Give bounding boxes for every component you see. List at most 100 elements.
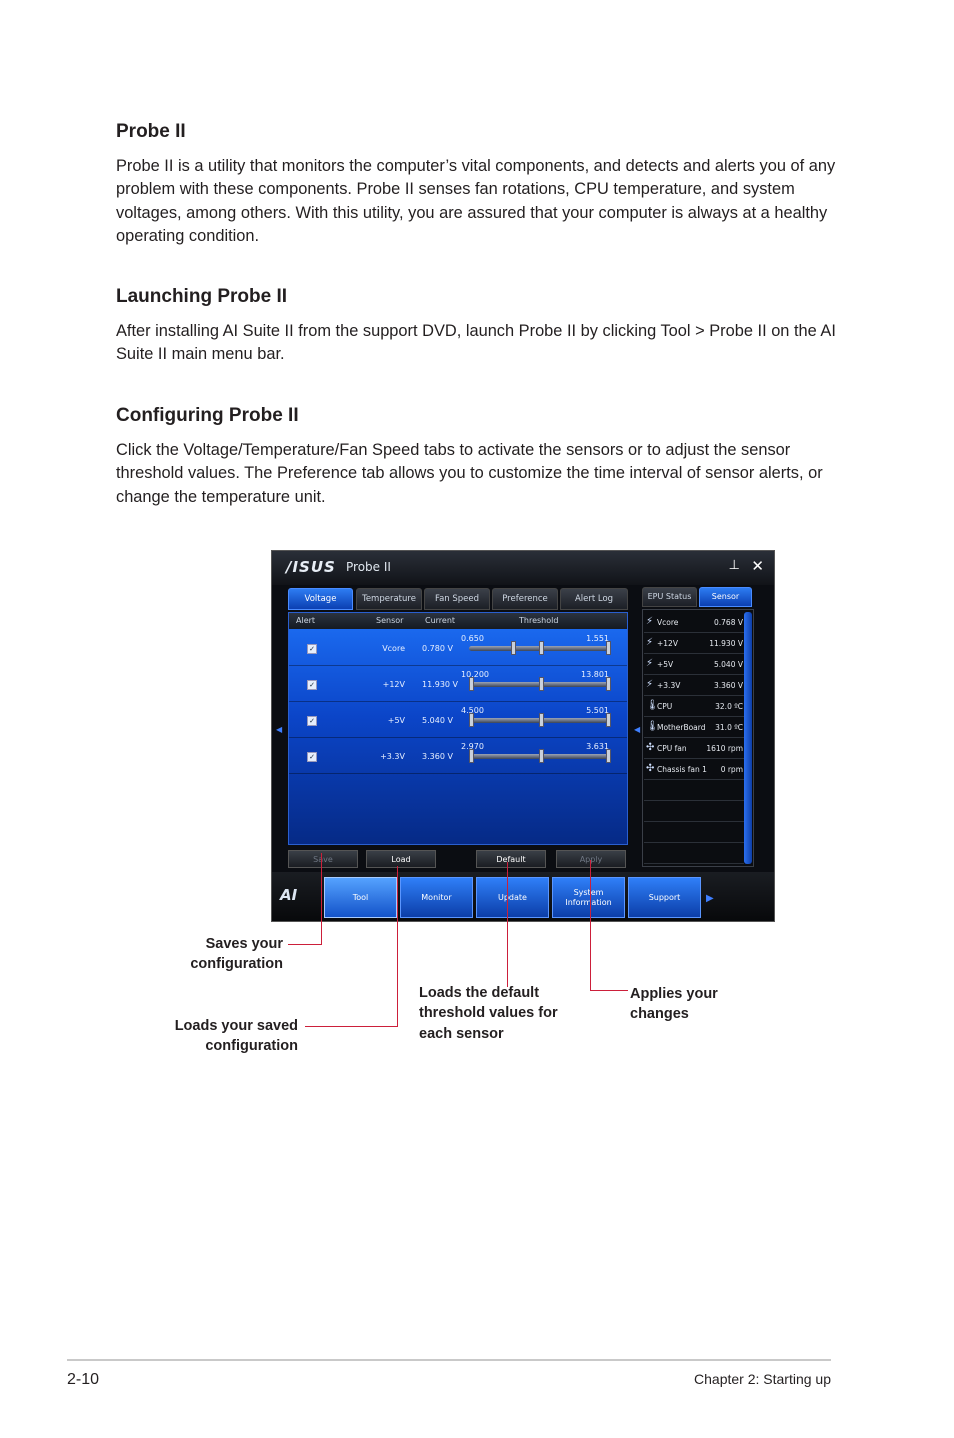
threshold-high: 13.801 <box>581 670 609 679</box>
section-body-launching: After installing AI Suite II from the su… <box>116 322 836 364</box>
sensor-item-label: +12V <box>657 639 678 648</box>
tab-epu-status[interactable]: EPU Status <box>642 587 697 607</box>
menu-update-button[interactable]: Update <box>476 877 549 918</box>
sensor-item-value: 0 rpm <box>720 765 743 774</box>
high-threshold-handle[interactable] <box>606 713 611 727</box>
current-marker <box>539 641 544 655</box>
sensor-item-motherboard: 🌡 MotherBoard 31.0 ºC <box>644 717 744 738</box>
sensor-row-vcore: ✓ Vcore 0.780 V 0.650 1.551 <box>289 631 627 666</box>
load-leader-line <box>305 1026 398 1027</box>
alert-checkbox[interactable]: ✓ <box>307 644 317 654</box>
bolt-icon: ⚡ <box>646 637 654 648</box>
alert-checkbox[interactable]: ✓ <box>307 716 317 726</box>
threshold-low: 4.500 <box>461 706 484 715</box>
default-button[interactable]: Default <box>476 850 546 868</box>
save-button[interactable]: Save <box>288 850 358 868</box>
chapter-title: Chapter 2: Starting up <box>694 1371 831 1387</box>
arrow-left-icon[interactable]: ◀ <box>634 725 641 734</box>
threshold-high: 3.631 <box>586 742 609 751</box>
thermometer-icon: 🌡 <box>646 721 659 732</box>
tab-voltage[interactable]: Voltage <box>288 588 353 610</box>
tab-fan-speed[interactable]: Fan Speed <box>424 588 490 610</box>
sensor-item-empty <box>644 843 744 864</box>
sensor-item-value: 0.768 V <box>714 618 743 627</box>
low-threshold-handle[interactable] <box>469 713 474 727</box>
load-button[interactable]: Load <box>366 850 436 868</box>
menu-tool-button[interactable]: Tool <box>324 877 397 918</box>
minimize-icon[interactable]: ⊥ <box>728 558 740 573</box>
sensor-item-label: Vcore <box>657 618 679 627</box>
sensor-scrollbar[interactable] <box>744 612 752 864</box>
page-number: 2-10 <box>67 1371 100 1388</box>
callout-default: Loads the default threshold values for e… <box>419 985 558 1042</box>
footer-rule <box>67 1359 831 1361</box>
menu-support-button[interactable]: Support <box>628 877 701 918</box>
section-body-configuring: Click the Voltage/Temperature/Fan Speed … <box>116 441 823 506</box>
tab-sensor[interactable]: Sensor <box>699 587 752 607</box>
low-threshold-handle[interactable] <box>469 677 474 691</box>
alert-checkbox[interactable]: ✓ <box>307 752 317 762</box>
close-icon[interactable]: ✕ <box>751 557 764 575</box>
sensor-item-5v: ⚡ +5V 5.040 V <box>644 654 744 675</box>
sensor-item-value: 1610 rpm <box>706 744 743 753</box>
sensor-item-chassis-fan: ✣ Chassis fan 1 0 rpm <box>644 759 744 780</box>
sensor-name: +3.3V <box>380 752 405 761</box>
apply-button[interactable]: Apply <box>556 850 626 868</box>
column-header: Alert Sensor Current Threshold <box>289 613 627 629</box>
sensor-item-cpu: 🌡 CPU 32.0 ºC <box>644 696 744 717</box>
current-marker <box>539 713 544 727</box>
default-leader-line <box>507 862 508 987</box>
fan-icon: ✣ <box>646 763 655 774</box>
sensor-item-vcore: ⚡ Vcore 0.768 V <box>644 612 744 633</box>
low-threshold-handle[interactable] <box>511 641 516 655</box>
sensor-name: +12V <box>382 680 405 689</box>
ai-suite-logo: AI <box>280 886 298 904</box>
sensor-current: 5.040 V <box>422 716 453 725</box>
tab-preference[interactable]: Preference <box>492 588 558 610</box>
sensor-item-empty <box>644 801 744 822</box>
high-threshold-handle[interactable] <box>606 749 611 763</box>
section-title-launching: Launching Probe II <box>116 286 288 307</box>
threshold-high: 1.551 <box>586 634 609 643</box>
section-title-probe-ii: Probe II <box>116 121 186 142</box>
column-sensor: Sensor <box>376 616 404 625</box>
tab-alert-log[interactable]: Alert Log <box>560 588 628 610</box>
load-leader-line <box>397 866 398 1027</box>
callout-load: Loads your saved configuration <box>174 1018 298 1055</box>
sensor-name: +5V <box>387 716 405 725</box>
arrow-right-icon[interactable]: ▶ <box>706 893 714 904</box>
menu-system-information-button[interactable]: System Information <box>552 877 625 918</box>
sensor-item-label: CPU <box>657 702 673 711</box>
sensor-item-label: +3.3V <box>657 681 681 690</box>
sensor-current: 3.360 V <box>422 752 453 761</box>
asus-logo: /ISUS <box>286 558 336 576</box>
thermometer-icon: 🌡 <box>646 700 659 711</box>
bolt-icon: ⚡ <box>646 658 654 669</box>
tab-temperature[interactable]: Temperature <box>356 588 422 610</box>
section-title-configuring: Configuring Probe II <box>116 405 299 426</box>
sensor-item-value: 32.0 ºC <box>715 702 743 711</box>
sensor-row-12v: ✓ +12V 11.930 V 10.200 13.801 <box>289 667 627 702</box>
sensor-item-label: CPU fan <box>657 744 687 753</box>
threshold-low: 0.650 <box>461 634 484 643</box>
current-marker <box>539 749 544 763</box>
alert-checkbox[interactable]: ✓ <box>307 680 317 690</box>
high-threshold-handle[interactable] <box>606 677 611 691</box>
sensor-item-3v3: ⚡ +3.3V 3.360 V <box>644 675 744 696</box>
section-body-probe-ii: Probe II is a utility that monitors the … <box>116 157 836 245</box>
arrow-left-icon[interactable]: ◀ <box>276 725 283 734</box>
menu-monitor-button[interactable]: Monitor <box>400 877 473 918</box>
sensor-panel: ⚡ Vcore 0.768 V ⚡ +12V 11.930 V ⚡ +5V 5.… <box>642 609 754 867</box>
sensor-item-12v: ⚡ +12V 11.930 V <box>644 633 744 654</box>
apply-leader-line <box>590 990 628 991</box>
high-threshold-handle[interactable] <box>606 641 611 655</box>
sensor-row-5v: ✓ +5V 5.040 V 4.500 5.501 <box>289 703 627 738</box>
current-marker <box>539 677 544 691</box>
sensor-item-cpu-fan: ✣ CPU fan 1610 rpm <box>644 738 744 759</box>
sensor-item-value: 3.360 V <box>714 681 743 690</box>
window-title: Probe II <box>346 560 391 574</box>
low-threshold-handle[interactable] <box>469 749 474 763</box>
sensor-item-empty <box>644 780 744 801</box>
threshold-high: 5.501 <box>586 706 609 715</box>
column-alert: Alert <box>296 616 316 625</box>
